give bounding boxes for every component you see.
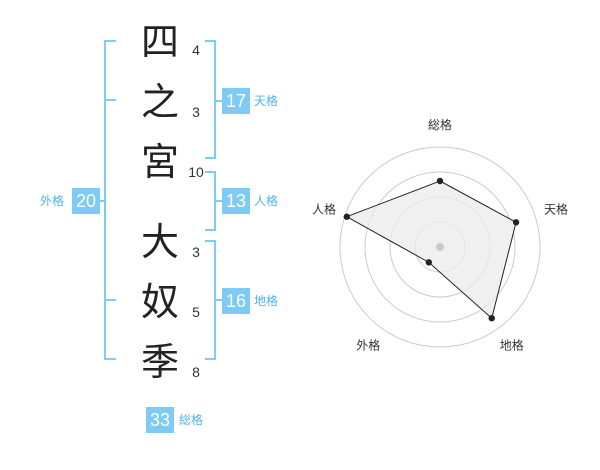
radar-axis-label-4: 外格 xyxy=(356,338,380,353)
tenkaku-label: 天格 xyxy=(254,94,279,108)
jinkaku-badge: 13 xyxy=(222,188,250,214)
radar-data-polygon xyxy=(345,180,517,320)
name-char-6: 季 xyxy=(140,340,179,384)
jinkaku-label: 人格 xyxy=(254,194,279,208)
stroke-count-3: 10 xyxy=(188,164,204,180)
name-char-4: 大 xyxy=(140,220,179,264)
radar-grid-ring xyxy=(364,171,516,323)
name-char-1: 四 xyxy=(140,20,179,64)
radar-axis-label-5: 人格 xyxy=(312,201,336,216)
radar-point-5 xyxy=(343,213,350,220)
gaikaku-label: 外格 xyxy=(40,194,65,208)
stroke-count-4: 3 xyxy=(192,244,200,260)
soukaku-label: 総格 xyxy=(179,413,204,427)
name-char-3: 宮 xyxy=(140,140,179,184)
radar-axis-label-3: 地格 xyxy=(500,338,524,353)
radar-point-3 xyxy=(488,314,495,322)
soukaku-badge: 33 xyxy=(146,407,174,433)
name-char-5: 奴 xyxy=(140,280,179,324)
stroke-count-5: 5 xyxy=(192,304,200,320)
radar-point-1 xyxy=(436,177,444,185)
name-char-2: 之 xyxy=(140,80,179,124)
radar-axis-label-1: 総格 xyxy=(428,117,452,132)
tenkaku-bracket xyxy=(205,40,216,159)
radar-point-4 xyxy=(425,259,433,266)
gaikaku-badge: 20 xyxy=(72,188,100,214)
radar-center-dot xyxy=(436,243,444,251)
stroke-count-6: 8 xyxy=(192,364,200,380)
stroke-count-2: 3 xyxy=(192,104,200,120)
chikaku-badge: 16 xyxy=(222,288,250,314)
chikaku-label: 地格 xyxy=(254,294,279,308)
radar-grid-ring xyxy=(339,146,541,348)
tenkaku-badge: 17 xyxy=(222,88,250,114)
radar-axis-label-2: 天格 xyxy=(544,201,568,216)
stroke-count-1: 4 xyxy=(192,42,200,58)
radar-point-2 xyxy=(512,219,520,226)
